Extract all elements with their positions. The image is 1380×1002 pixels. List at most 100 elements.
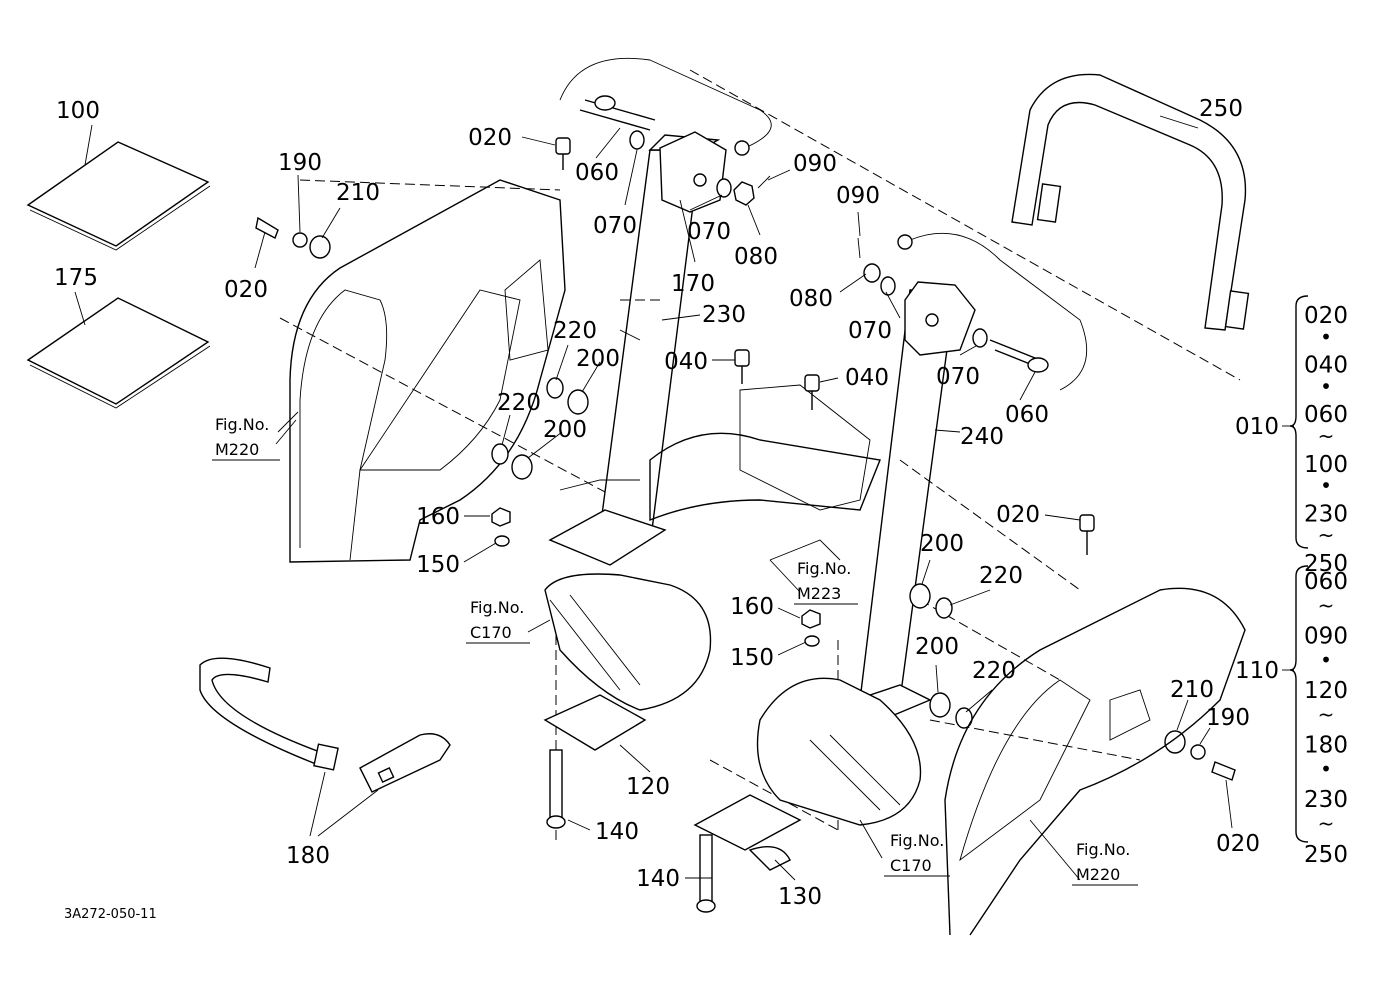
assembly-range-separator: ~ bbox=[1318, 593, 1335, 617]
assembly-range-separator: • bbox=[1320, 648, 1332, 672]
rubber-bushings bbox=[255, 137, 1236, 781]
figure-ref-right-m220[interactable]: Fig.No. M220 bbox=[1072, 840, 1138, 886]
assembly-110: 110 060~090•120~180•230~250 bbox=[1235, 565, 1348, 868]
figure-ref-code: M223 bbox=[797, 584, 841, 603]
label-part-180: 180 bbox=[286, 843, 330, 869]
right-rops-post bbox=[838, 232, 1088, 726]
label-part-250: 250 bbox=[1199, 96, 1243, 122]
label-part-190: 190 bbox=[278, 150, 322, 176]
manual-sheet-175 bbox=[26, 297, 211, 409]
drawing-code: 3A272-050-11 bbox=[64, 907, 157, 922]
label-part-220-d: 220 bbox=[972, 658, 1016, 684]
figure-ref-left-m220[interactable]: Fig.No. M220 bbox=[212, 415, 280, 461]
label-part-200-b: 200 bbox=[543, 417, 587, 443]
label-part-150-mid: 150 bbox=[730, 645, 774, 671]
rops-upper-hoop bbox=[1011, 73, 1250, 331]
label-part-220-b: 220 bbox=[497, 390, 541, 416]
label-part-090-top: 090 bbox=[793, 151, 837, 177]
assembly-item: 040 bbox=[1304, 353, 1348, 379]
label-part-070-b: 070 bbox=[687, 219, 731, 245]
label-part-130: 130 bbox=[778, 884, 822, 910]
label-part-040-b: 040 bbox=[845, 365, 889, 391]
label-part-140-b: 140 bbox=[636, 866, 680, 892]
label-part-200-a: 200 bbox=[576, 346, 620, 372]
label-part-200-d: 200 bbox=[915, 634, 959, 660]
figure-ref-m223[interactable]: Fig.No. M223 bbox=[794, 559, 858, 605]
figure-ref-label: Fig.No. bbox=[1076, 840, 1130, 859]
figure-ref-code: C170 bbox=[470, 623, 512, 642]
label-part-220-a: 220 bbox=[553, 318, 597, 344]
label-part-210-right: 210 bbox=[1170, 677, 1214, 703]
label-part-090-mid: 090 bbox=[836, 183, 880, 209]
assembly-item: 060 bbox=[1304, 402, 1348, 428]
label-part-070-right: 070 bbox=[936, 364, 980, 390]
assembly-items: 020•040•060~100•230~250 bbox=[1304, 303, 1348, 577]
assembly-range-separator: ~ bbox=[1318, 523, 1335, 547]
label-part-020-left: 020 bbox=[224, 277, 268, 303]
label-part-200-c: 200 bbox=[920, 531, 964, 557]
label-part-060-right: 060 bbox=[1005, 402, 1049, 428]
label-part-020-right: 020 bbox=[996, 502, 1040, 528]
label-part-070-mid: 070 bbox=[848, 318, 892, 344]
assembly-item: 250 bbox=[1304, 551, 1348, 577]
label-part-190-right: 190 bbox=[1206, 705, 1250, 731]
assembly-item: 230 bbox=[1304, 787, 1348, 813]
right-fender-panel bbox=[944, 587, 1246, 936]
figure-ref-label: Fig.No. bbox=[470, 598, 524, 617]
left-fender-panel bbox=[279, 179, 621, 563]
part-labels: 100 175 190 210 020 020 060 070 070 080 … bbox=[54, 96, 1260, 910]
figure-ref-code: M220 bbox=[215, 440, 259, 459]
label-part-020-bottom: 020 bbox=[1216, 831, 1260, 857]
assembly-item: 090 bbox=[1304, 624, 1348, 650]
figure-ref-code: C170 bbox=[890, 856, 932, 875]
assembly-item: 120 bbox=[1304, 678, 1348, 704]
seat-belt bbox=[199, 657, 451, 793]
assembly-item: 020 bbox=[1304, 303, 1348, 329]
label-part-100: 100 bbox=[56, 98, 100, 124]
label-part-230: 230 bbox=[702, 302, 746, 328]
leader-lines bbox=[74, 115, 1233, 881]
label-part-175: 175 bbox=[54, 265, 98, 291]
manual-sheet-100 bbox=[26, 141, 211, 251]
label-part-240: 240 bbox=[960, 424, 1004, 450]
figure-ref-c170-left[interactable]: Fig.No. C170 bbox=[466, 598, 530, 644]
label-part-060-top: 060 bbox=[575, 160, 619, 186]
assembly-range-separator: • bbox=[1320, 325, 1332, 349]
figure-ref-c170-right[interactable]: Fig.No. C170 bbox=[884, 831, 950, 877]
assembly-range-separator: • bbox=[1320, 374, 1332, 398]
label-part-170: 170 bbox=[671, 271, 715, 297]
assembly-range-separator: ~ bbox=[1318, 702, 1335, 726]
assembly-range-separator: ~ bbox=[1318, 812, 1335, 836]
left-tank bbox=[543, 573, 712, 829]
assembly-label: 110 bbox=[1235, 658, 1279, 684]
figure-ref-label: Fig.No. bbox=[797, 559, 851, 578]
assembly-items: 060~090•120~180•230~250 bbox=[1304, 569, 1348, 868]
label-part-080-top: 080 bbox=[734, 244, 778, 270]
label-part-160-mid: 160 bbox=[730, 594, 774, 620]
label-part-120: 120 bbox=[626, 774, 670, 800]
label-part-020-top: 020 bbox=[468, 125, 512, 151]
assembly-item: 230 bbox=[1304, 501, 1348, 527]
label-part-160-left: 160 bbox=[416, 504, 460, 530]
assembly-range-separator: • bbox=[1320, 474, 1332, 498]
left-rops-post bbox=[548, 57, 772, 566]
assembly-item: 180 bbox=[1304, 733, 1348, 759]
label-part-070-a: 070 bbox=[593, 213, 637, 239]
assembly-label: 010 bbox=[1235, 414, 1279, 440]
label-part-080-mid: 080 bbox=[789, 286, 833, 312]
assembly-010: 010 020•040•060~100•230~250 bbox=[1235, 295, 1348, 577]
assembly-range-separator: • bbox=[1320, 757, 1332, 781]
figure-ref-label: Fig.No. bbox=[215, 415, 269, 434]
assembly-item: 100 bbox=[1304, 452, 1348, 478]
figure-ref-label: Fig.No. bbox=[890, 831, 944, 850]
label-part-140-a: 140 bbox=[595, 819, 639, 845]
assembly-item: 060 bbox=[1304, 569, 1348, 595]
right-tank bbox=[693, 677, 922, 913]
label-part-210: 210 bbox=[336, 180, 380, 206]
center-frame bbox=[559, 384, 881, 561]
label-part-040-a: 040 bbox=[664, 349, 708, 375]
label-part-150-left: 150 bbox=[416, 552, 460, 578]
assembly-range-separator: ~ bbox=[1318, 424, 1335, 448]
label-part-220-c: 220 bbox=[979, 563, 1023, 589]
